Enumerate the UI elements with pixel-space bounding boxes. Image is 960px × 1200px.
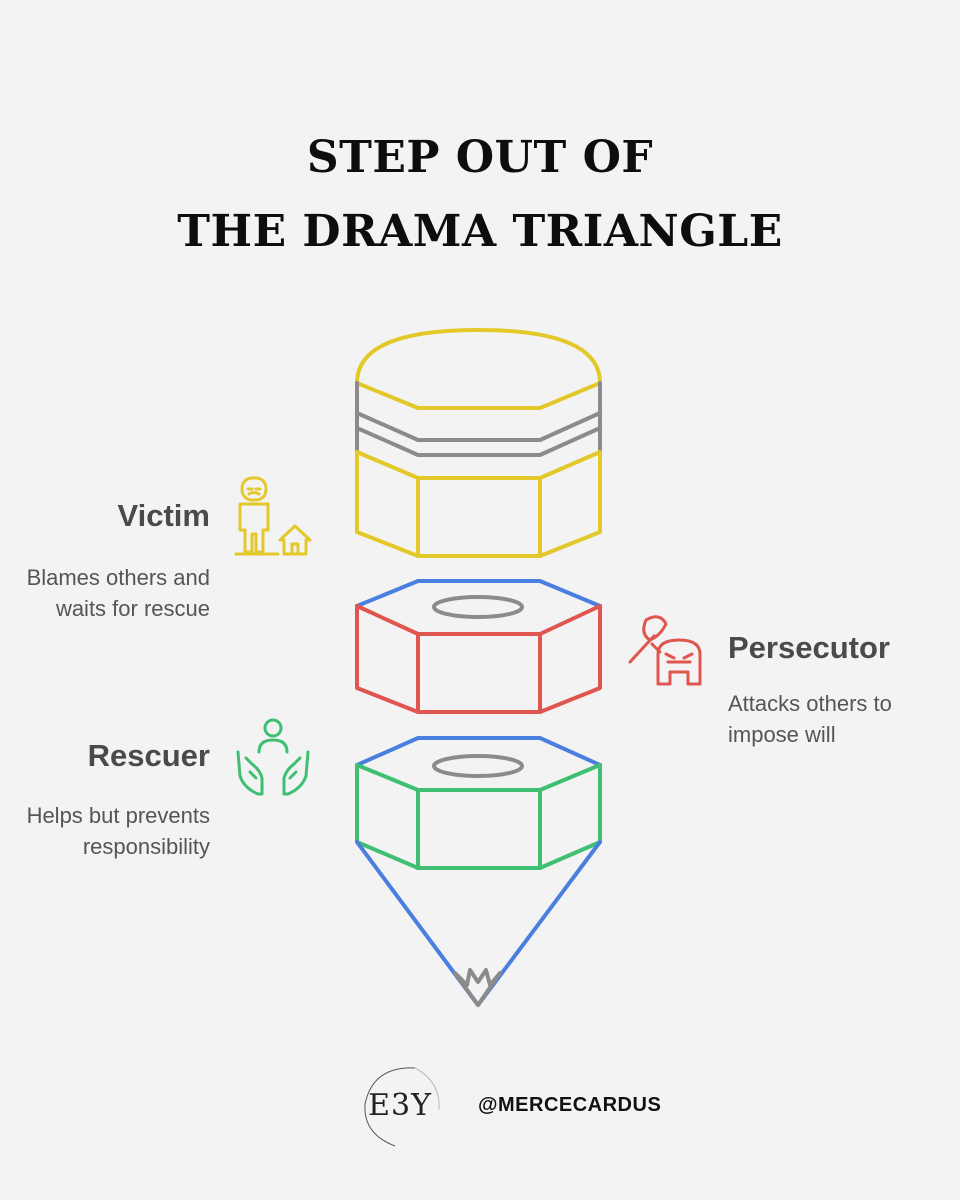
pencil-ferrule-band-2 [355,426,602,457]
page-title-line-2: THE DRAMA TRIANGLE [177,206,783,257]
persecutor-title: Persecutor [728,630,890,665]
pencil-red-hole [432,595,524,619]
person-house-icon [234,476,312,556]
pencil-yellow-edges [416,476,542,558]
persecutor-description: Attacks others to impose will [728,691,892,747]
pencil-green-hole [432,754,524,778]
pencil-green-edges [416,788,542,870]
pencil-ferrule-side [355,381,602,454]
pencil-lead-tip [453,968,502,1007]
victim-description: Blames others and waits for rescue [26,565,210,621]
rescuer-description: Helps but prevents responsibility [26,803,210,859]
hands-person-icon [236,718,310,796]
social-handle[interactable]: @MERCECARDUS [478,1094,662,1116]
axe-monster-icon [628,615,702,686]
rescuer-title: Rescuer [87,738,210,773]
pencil-red-top-front [355,604,602,636]
pencil-yellow-top [355,450,602,480]
pencil-red-body [355,604,602,714]
victim-title: Victim [117,498,210,533]
pencil-green-top-front [355,763,602,792]
brand-logo: E3Y [368,1088,432,1123]
pencil-red-edges [416,632,542,714]
brand-logo-ring [364,1067,440,1147]
page-title-line-1: STEP OUT OF [306,132,654,183]
pencil-ferrule-band-1 [355,411,602,442]
pencil-green-body [355,763,602,870]
pencil-red-top-face [355,579,602,608]
pencil-yellow-body [355,450,602,558]
pencil-green-top-face [355,736,602,767]
pencil-eraser-dome [355,328,602,410]
